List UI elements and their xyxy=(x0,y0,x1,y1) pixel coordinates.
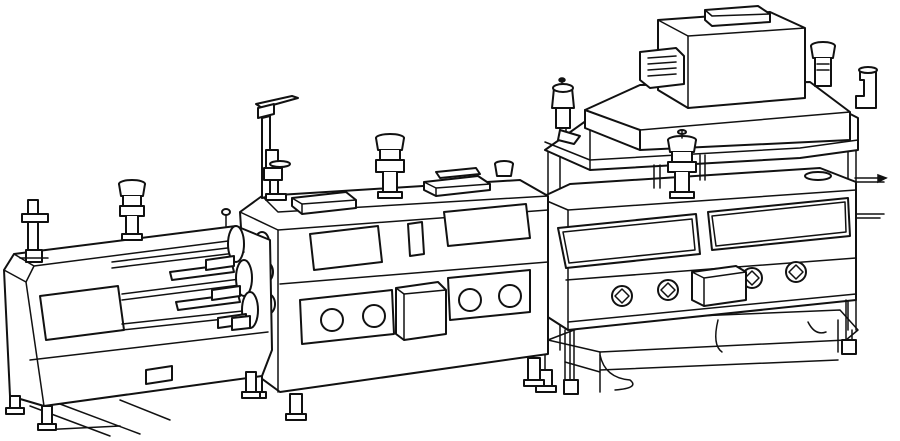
upper-tank-module xyxy=(544,5,888,219)
right-module xyxy=(535,129,857,395)
center-module-cup xyxy=(494,160,514,177)
right-module-knob-4[interactable] xyxy=(785,261,807,283)
right-module-knob-1[interactable] xyxy=(611,285,633,307)
right-module-knob-2[interactable] xyxy=(657,279,679,301)
center-module-stack xyxy=(375,133,405,199)
right-module-control-box xyxy=(691,265,747,307)
extruder-flange-1 xyxy=(205,208,245,271)
extruder-stack xyxy=(118,179,146,241)
extruder-left-pipe xyxy=(19,199,49,263)
center-top-plate-right xyxy=(423,167,491,197)
center-top-plate-left xyxy=(291,191,357,215)
extruder-module xyxy=(3,179,273,431)
extruder-flange-3 xyxy=(217,291,259,331)
right-module-stack xyxy=(653,129,706,199)
center-module-lamp xyxy=(255,95,299,201)
center-module xyxy=(239,95,549,421)
